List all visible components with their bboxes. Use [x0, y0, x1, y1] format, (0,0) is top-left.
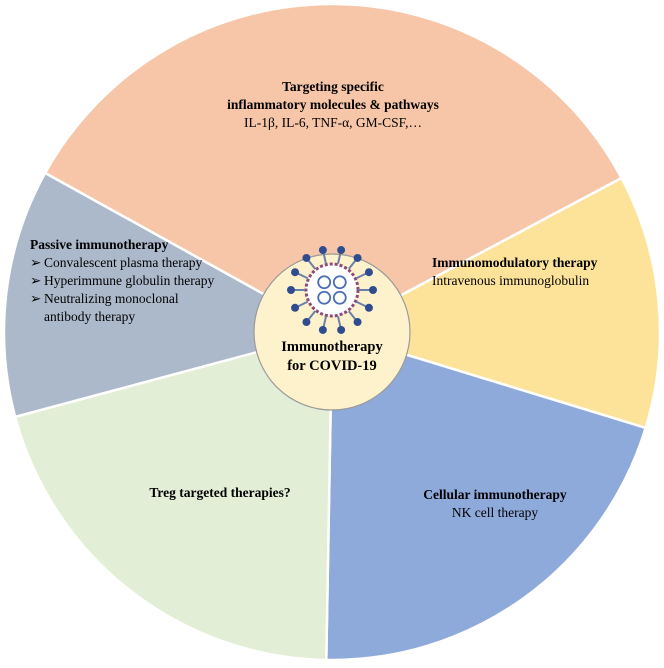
bullet-arrow-icon: ➢	[30, 273, 42, 288]
virus-spike-head	[291, 303, 300, 312]
virus-spike-head	[318, 246, 327, 255]
virus-rna	[317, 290, 332, 305]
virus-spike-head	[337, 246, 346, 255]
virus-spike-head	[302, 253, 311, 262]
segment-right-label: Immunomodulatory therapy Intravenous imm…	[432, 254, 652, 290]
segment-top-title-line2: inflammatory molecules & pathways	[227, 97, 439, 112]
segment-bottom-right-title: Cellular immunotherapy	[423, 487, 567, 502]
virus-spike-head	[337, 325, 346, 334]
segment-top-title-line1: Targeting specific	[282, 79, 384, 94]
virus-rna	[332, 275, 347, 290]
segment-left-title: Passive immunotherapy	[30, 237, 169, 252]
coronavirus-icon	[287, 246, 377, 334]
virus-spike-head	[302, 318, 311, 327]
segment-left	[2, 171, 336, 419]
virus-spike	[322, 252, 327, 264]
segment-right-detail: Intravenous immunoglobulin	[432, 273, 590, 288]
list-item: ➢Hyperimmune globulin therapy	[30, 273, 215, 288]
virus-spike-head	[369, 286, 377, 294]
virus-body	[304, 262, 360, 318]
segment-left-list: ➢Convalescent plasma therapy ➢Hyperimmun…	[30, 254, 270, 308]
list-item: ➢Convalescent plasma therapy	[30, 255, 203, 270]
segment-top	[43, 2, 624, 334]
segment-top-detail: IL-1β, IL-6, TNF-α, GM-CSF,…	[244, 115, 422, 130]
virus-spike	[337, 252, 342, 264]
virus-spike-head	[318, 325, 327, 334]
segment-right	[328, 176, 662, 430]
virus-spike	[355, 300, 367, 308]
virus-spike-head	[353, 253, 362, 262]
center-label: Immunotherapy for COVID-19	[262, 338, 402, 376]
virus-spike	[307, 259, 316, 270]
virus-spike-head	[287, 286, 295, 294]
bullet-arrow-icon: ➢	[30, 291, 42, 306]
segment-bottom-right-label: Cellular immunotherapy NK cell therapy	[392, 486, 598, 522]
segment-bottom-right	[325, 330, 648, 662]
segment-bottom-left	[13, 330, 334, 662]
center-title-line2: for COVID-19	[287, 358, 377, 374]
virus-spike	[348, 259, 357, 270]
center-title-line1: Immunotherapy	[281, 339, 383, 355]
virus-spike	[297, 300, 309, 308]
segment-left-list-continuation: antibody therapy	[44, 309, 136, 324]
segment-bottom-left-label: Treg targeted therapies?	[100, 484, 340, 502]
virus-spike-head	[364, 268, 373, 277]
virus-spike-head	[364, 303, 373, 312]
virus-rna	[317, 275, 332, 290]
list-item: ➢Neutralizing monoclonal	[30, 291, 179, 306]
virus-spike	[297, 272, 309, 280]
virus-spike-head	[353, 318, 362, 327]
segment-bottom-right-detail: NK cell therapy	[451, 505, 539, 520]
virus-spike	[307, 310, 316, 321]
virus-spike	[355, 272, 367, 280]
virus-spike	[337, 316, 342, 328]
segment-right-title: Immunomodulatory therapy	[432, 255, 598, 270]
segment-left-label: Passive immunotherapy ➢Convalescent plas…	[30, 236, 270, 326]
virus-spike-head	[291, 268, 300, 277]
segment-bottom-left-title: Treg targeted therapies?	[149, 485, 291, 500]
segment-top-label: Targeting specific inflammatory molecule…	[190, 78, 476, 132]
virus-spike	[322, 316, 327, 328]
bullet-arrow-icon: ➢	[30, 255, 42, 270]
virus-rna	[332, 290, 347, 305]
virus-spike	[348, 310, 357, 321]
